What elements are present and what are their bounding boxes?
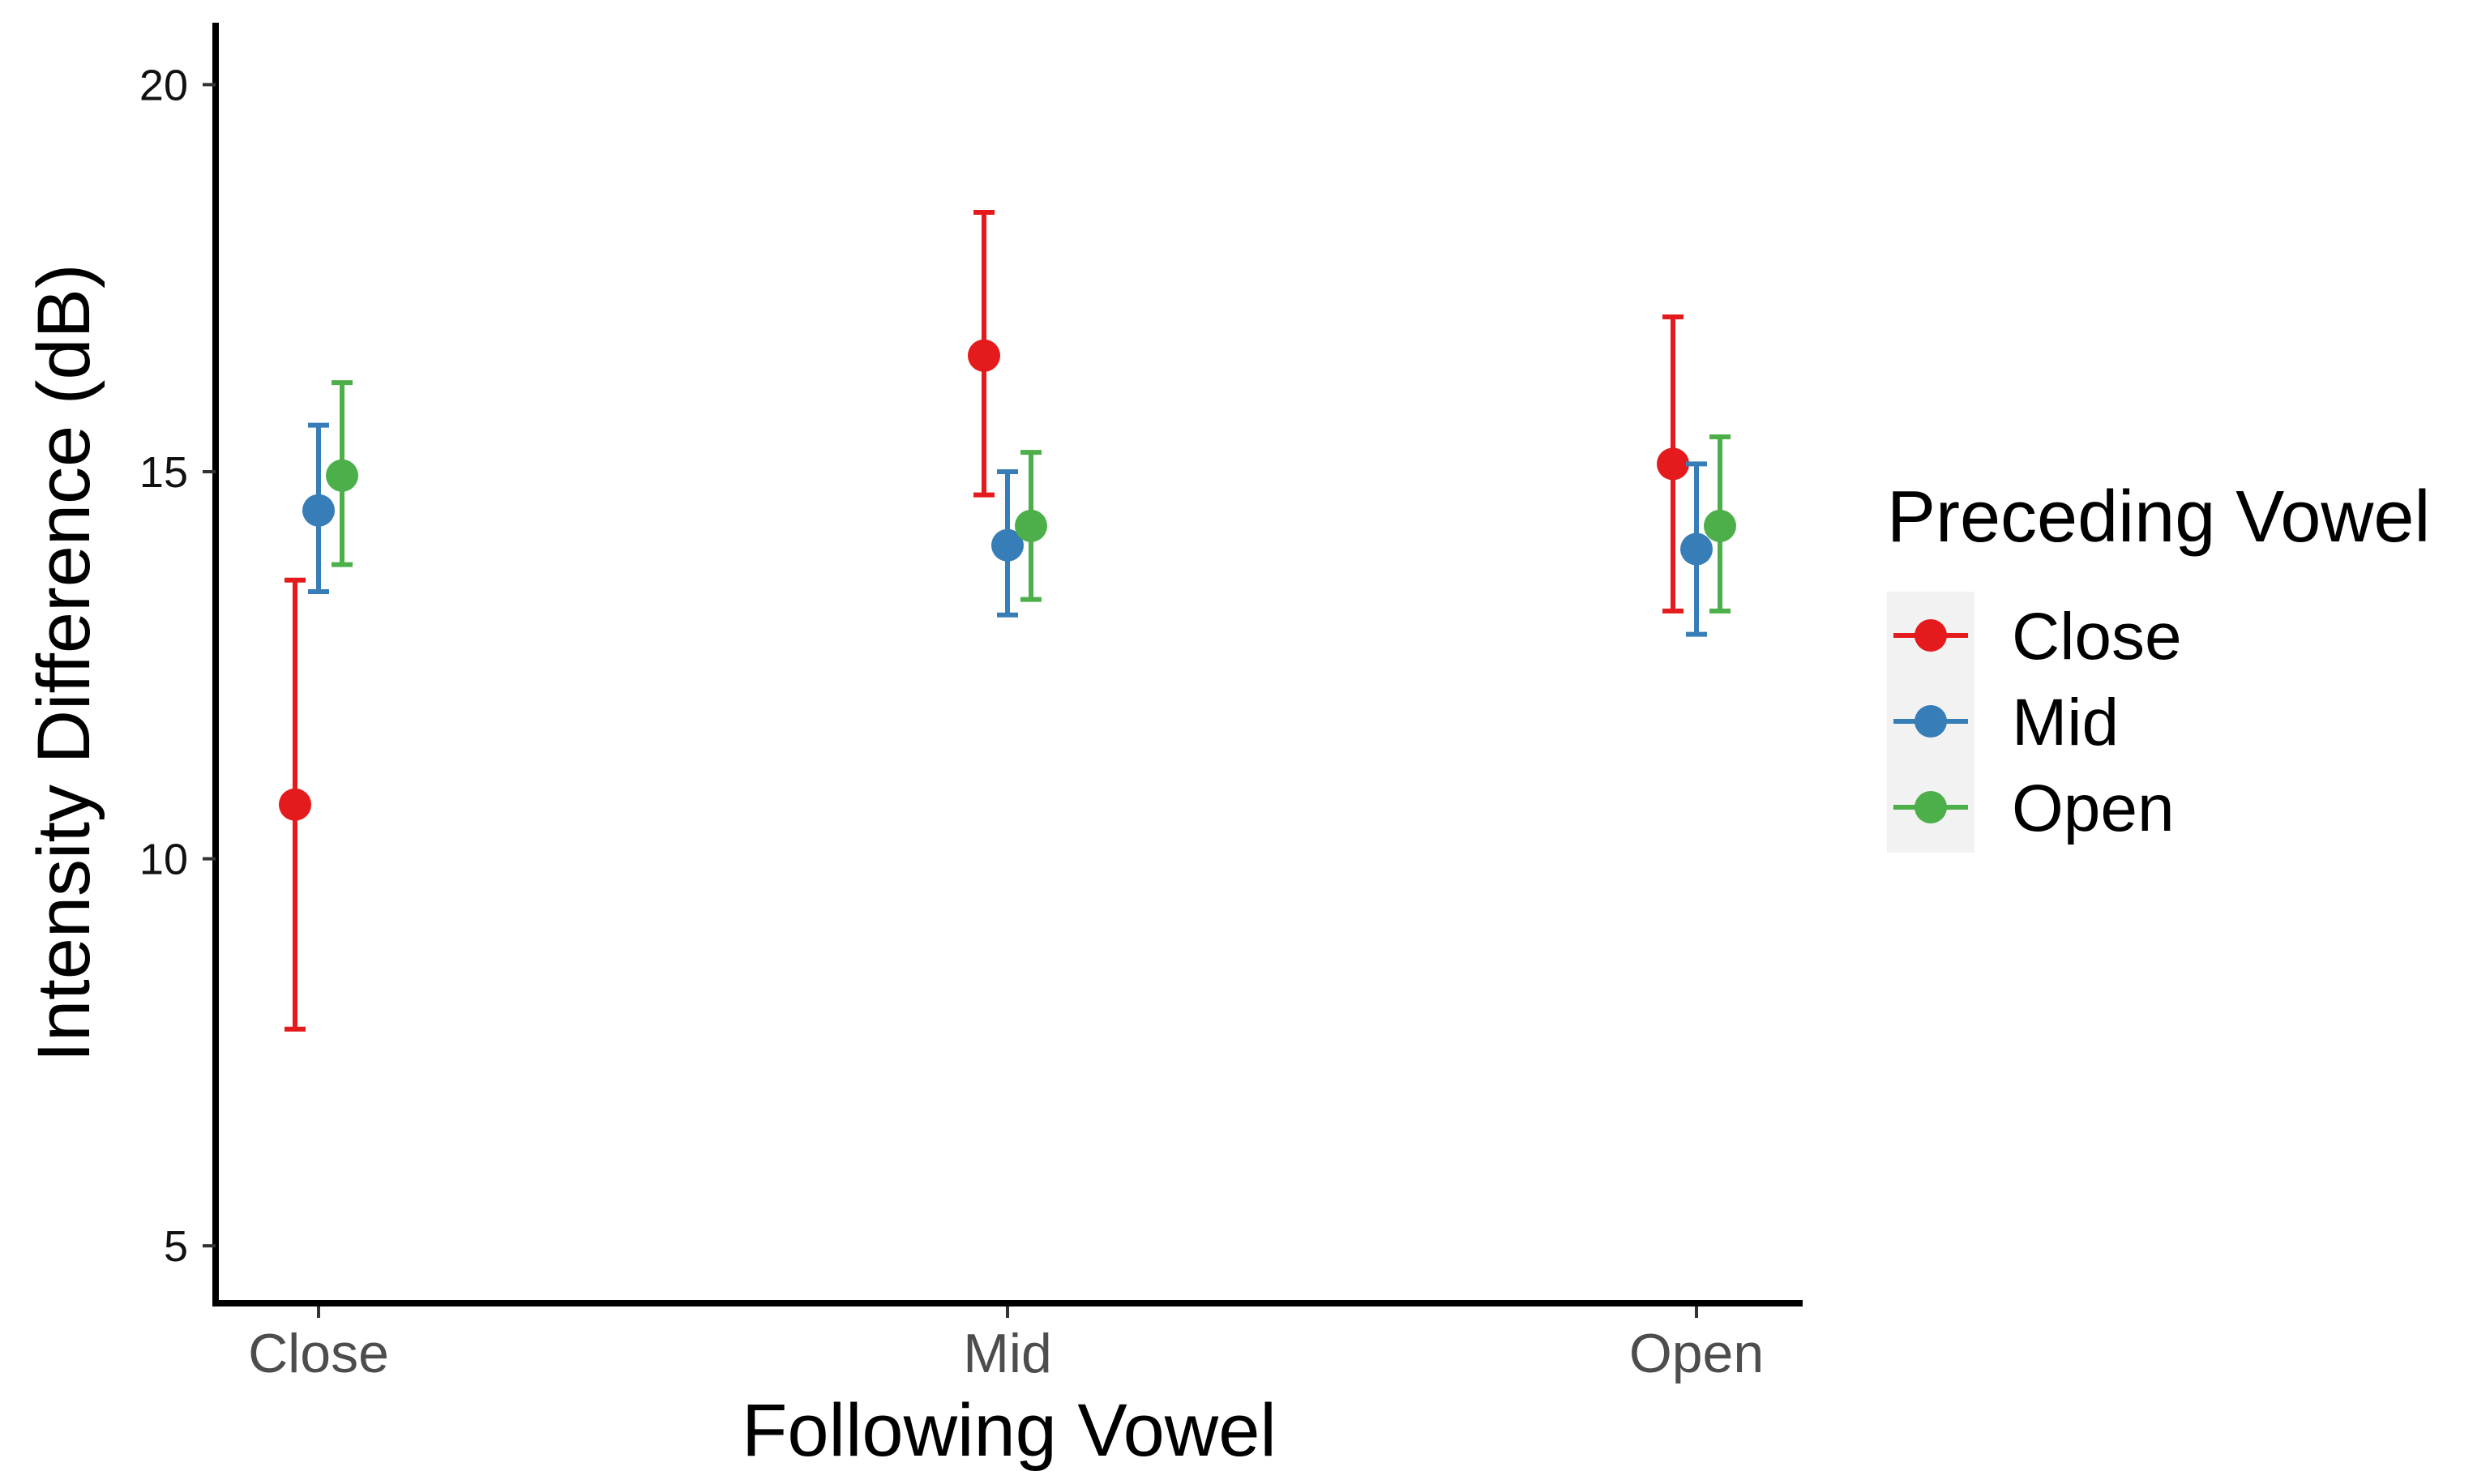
series-open: [326, 380, 1736, 614]
x-axis-title: Following Vowel: [742, 1389, 1277, 1472]
legend-item-open: Open: [1893, 772, 2175, 845]
legend-key-point: [1915, 791, 1947, 823]
data-point: [326, 459, 358, 492]
legend-key-point: [1915, 705, 1947, 738]
series-mid: [302, 422, 1713, 637]
data-point: [968, 339, 1000, 372]
x-tick-label-mid: Mid: [963, 1323, 1052, 1384]
y-tick-label: 15: [139, 448, 188, 497]
y-axis-ticks: 5 10 15 20: [139, 61, 216, 1271]
legend-label: Open: [2012, 772, 2175, 845]
x-tick-label-open: Open: [1629, 1323, 1764, 1384]
data-point: [1015, 509, 1047, 542]
y-tick-label: 5: [164, 1222, 188, 1271]
y-tick-label: 10: [139, 836, 188, 884]
legend-item-mid: Mid: [1893, 686, 2119, 759]
axes: 5 10 15 20 Close Mid Open: [139, 23, 1803, 1384]
data-point: [1657, 447, 1689, 481]
legend-label: Close: [2012, 600, 2182, 674]
legend-key-point: [1915, 619, 1947, 652]
data-point: [991, 528, 1024, 562]
data-point: [1704, 509, 1736, 542]
data-point: [302, 494, 335, 527]
series-close: [279, 210, 1689, 1032]
y-axis-title: Intensity Difference (dB): [23, 263, 105, 1062]
plot-area: [279, 210, 1736, 1032]
x-axis-ticks: Close Mid Open: [248, 1307, 1764, 1384]
legend-item-close: Close: [1893, 600, 2182, 674]
x-tick-label-close: Close: [248, 1323, 389, 1384]
data-point: [279, 788, 311, 821]
legend-title: Preceding Vowel: [1887, 477, 2430, 558]
legend-label: Mid: [2012, 686, 2119, 759]
data-point: [1680, 532, 1713, 566]
y-tick-label: 20: [139, 61, 188, 109]
